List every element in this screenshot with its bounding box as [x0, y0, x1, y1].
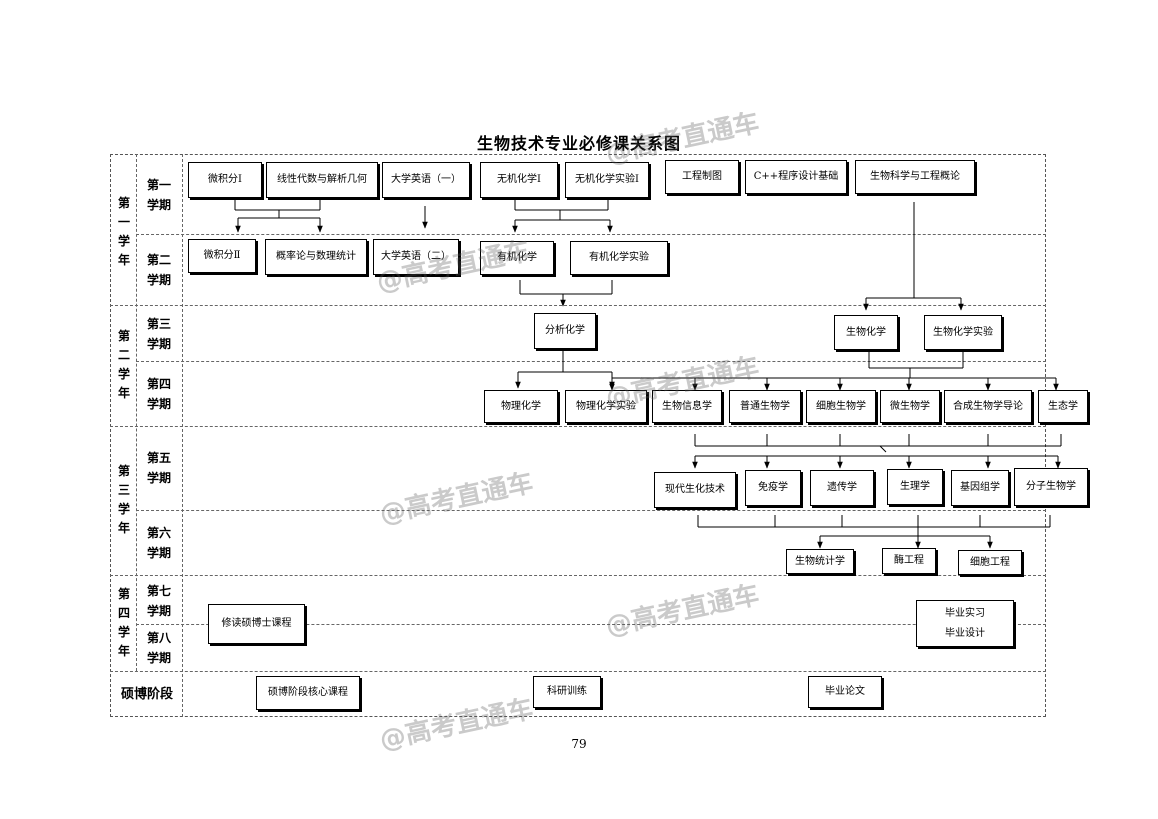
year-label-4: 第四学年	[117, 587, 130, 658]
course-physical-chem-lab: 物理化学实验	[565, 390, 647, 423]
course-calculus-2: 微积分Ⅱ	[188, 239, 256, 273]
course-genetics: 遗传学	[810, 470, 874, 506]
page-number: 79	[571, 737, 587, 751]
year-label-2: 第二学年	[117, 329, 130, 400]
course-enzyme-engineering: 酶工程	[882, 548, 936, 574]
course-engineering-drawing: 工程制图	[665, 160, 739, 194]
course-probability-stats: 概率论与数理统计	[265, 239, 367, 275]
row-divider	[136, 234, 1046, 235]
internship-label: 毕业实习	[945, 607, 985, 619]
course-inorganic-lab: 无机化学实验Ⅰ	[565, 162, 649, 198]
course-internship-design: 毕业实习 毕业设计	[916, 600, 1014, 647]
year-label-3: 第三学年	[117, 464, 130, 535]
course-microbiology: 微生物学	[880, 390, 940, 423]
row-divider	[110, 671, 1046, 672]
term-label-1: 第一学期	[146, 178, 171, 212]
course-english-1: 大学英语（一）	[382, 162, 470, 198]
course-research-training: 科研训练	[533, 676, 601, 708]
term-label-5: 第五学期	[146, 451, 171, 485]
diagram-frame	[110, 154, 1046, 717]
course-modern-biotech: 现代生化技术	[654, 472, 736, 508]
course-english-2: 大学英语（二）	[373, 239, 459, 275]
course-calculus-1: 微积分Ⅰ	[188, 162, 262, 198]
course-biochemistry: 生物化学	[834, 315, 898, 350]
course-cell-biology: 细胞生物学	[806, 390, 876, 423]
diagram-title: 生物技术专业必修课关系图	[476, 134, 681, 153]
row-divider	[136, 361, 1046, 362]
course-linear-algebra: 线性代数与解析几何	[266, 162, 378, 198]
course-biochemistry-lab: 生物化学实验	[924, 315, 1002, 350]
term-label-4: 第四学期	[146, 377, 171, 411]
row-divider	[136, 624, 1046, 625]
course-immunology: 免疫学	[745, 470, 801, 506]
term-label-8: 第八学期	[146, 631, 171, 665]
course-thesis: 毕业论文	[808, 676, 882, 708]
course-graduate-core: 硕博阶段核心课程	[256, 676, 360, 710]
row-divider	[136, 510, 1046, 511]
course-genomics: 基因组学	[951, 470, 1009, 506]
term-label-2: 第二学期	[146, 253, 171, 287]
course-bioinformatics: 生物信息学	[652, 390, 722, 423]
course-organic-chem: 有机化学	[480, 241, 554, 275]
row-divider	[110, 426, 1046, 427]
design-label: 毕业设计	[945, 627, 985, 639]
stage-label: 硕博阶段	[120, 687, 173, 702]
row-divider	[110, 305, 1046, 306]
course-physical-chem: 物理化学	[484, 390, 558, 423]
course-organic-lab: 有机化学实验	[570, 241, 668, 275]
column-divider	[136, 154, 137, 671]
course-molecular-biology: 分子生物学	[1014, 468, 1088, 506]
course-bioscience-intro: 生物科学与工程概论	[855, 160, 975, 194]
course-general-biology: 普通生物学	[729, 390, 801, 423]
row-divider	[110, 575, 1046, 576]
course-analytical-chem: 分析化学	[534, 313, 596, 349]
course-inorganic-chem: 无机化学Ⅰ	[480, 162, 558, 198]
course-ecology: 生态学	[1038, 390, 1088, 423]
column-divider	[182, 154, 183, 717]
course-biostatistics: 生物统计学	[786, 549, 854, 574]
year-label-1: 第一学年	[117, 196, 130, 267]
term-label-7: 第七学期	[146, 584, 171, 618]
course-cpp-programming: C++程序设计基础	[745, 160, 847, 194]
term-label-3: 第三学期	[146, 317, 171, 351]
course-graduate-courses: 修读硕博士课程	[208, 604, 305, 644]
course-cell-engineering: 细胞工程	[958, 550, 1022, 575]
course-synthetic-biology: 合成生物学导论	[944, 390, 1032, 423]
term-label-6: 第六学期	[146, 526, 171, 560]
course-physiology: 生理学	[887, 469, 943, 505]
